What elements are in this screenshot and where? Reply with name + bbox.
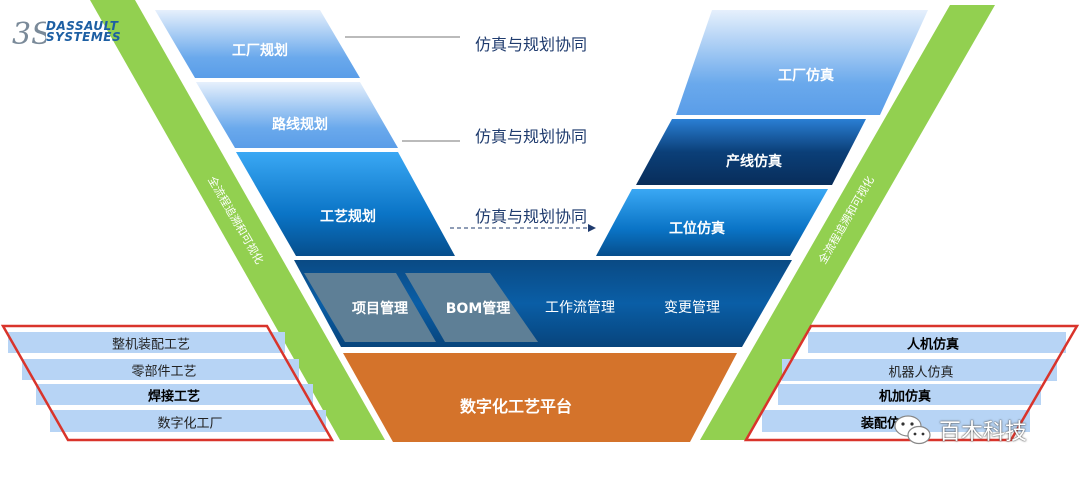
planning-label-factory: 工厂规划 xyxy=(232,43,288,59)
right-red-frame xyxy=(743,324,1080,442)
project-mgmt-tile xyxy=(304,273,436,342)
mgmt-change: 变更管理 xyxy=(664,300,720,316)
line-simulation-block xyxy=(636,119,866,185)
mgmt-project: 项目管理 xyxy=(352,301,408,317)
left-list-item: 焊接工艺 xyxy=(147,389,201,405)
left-list-bg-3 xyxy=(36,384,313,405)
wechat-icon xyxy=(894,415,931,445)
simulation-label-station: 工位仿真 xyxy=(669,221,725,237)
3ds-logo-icon: 3S xyxy=(12,17,46,52)
mgmt-bom: BOM管理 xyxy=(445,301,511,317)
right-list-item: 机器人仿真 xyxy=(888,365,954,381)
platform-label: 数字化工艺平台 xyxy=(459,397,573,416)
process-planning-block xyxy=(236,152,455,256)
collab-label-1: 仿真与规划协同 xyxy=(474,35,588,54)
collab-label-2: 仿真与规划协同 xyxy=(474,127,588,146)
planning-label-route: 路线规划 xyxy=(272,117,328,133)
station-simulation-block xyxy=(596,189,828,256)
right-list-item: 机加仿真 xyxy=(878,389,932,405)
left-list-item: 数字化工厂 xyxy=(157,416,223,432)
right-list-bg-3 xyxy=(778,384,1041,405)
right-list-bg-2 xyxy=(782,359,1057,381)
factory-planning-block xyxy=(155,10,360,78)
left-list-item: 零部件工艺 xyxy=(131,364,197,380)
arrow-head-icon xyxy=(588,224,596,232)
collab-label-3: 仿真与规划协同 xyxy=(474,207,588,226)
watermark-text: 百木科技 xyxy=(939,420,1028,445)
route-planning-block xyxy=(196,82,398,148)
bom-mgmt-tile xyxy=(405,273,538,342)
left-green-band xyxy=(90,0,385,440)
factory-simulation-block xyxy=(676,10,928,115)
simulation-label-line: 产线仿真 xyxy=(726,154,782,170)
left-red-frame xyxy=(0,324,335,442)
logo-line1: DASSAULT xyxy=(46,19,119,33)
left-list-bg-4 xyxy=(50,410,326,432)
left-list-bg-1 xyxy=(8,332,285,353)
simulation-label-factory: 工厂仿真 xyxy=(778,68,834,84)
mgmt-workflow: 工作流管理 xyxy=(545,300,615,316)
svg-text:3S: 3S xyxy=(12,17,46,52)
platform-block xyxy=(343,353,737,442)
planning-label-process: 工艺规划 xyxy=(320,209,376,225)
watermark: 百木科技 xyxy=(893,413,1027,447)
right-list-bg-1 xyxy=(808,332,1066,353)
right-green-band xyxy=(700,5,995,440)
left-list-bg-2 xyxy=(22,359,299,380)
left-list-item: 整机装配工艺 xyxy=(111,337,191,353)
right-list-item: 人机仿真 xyxy=(906,337,960,353)
logo-line2: SYSTEMES xyxy=(46,30,122,44)
